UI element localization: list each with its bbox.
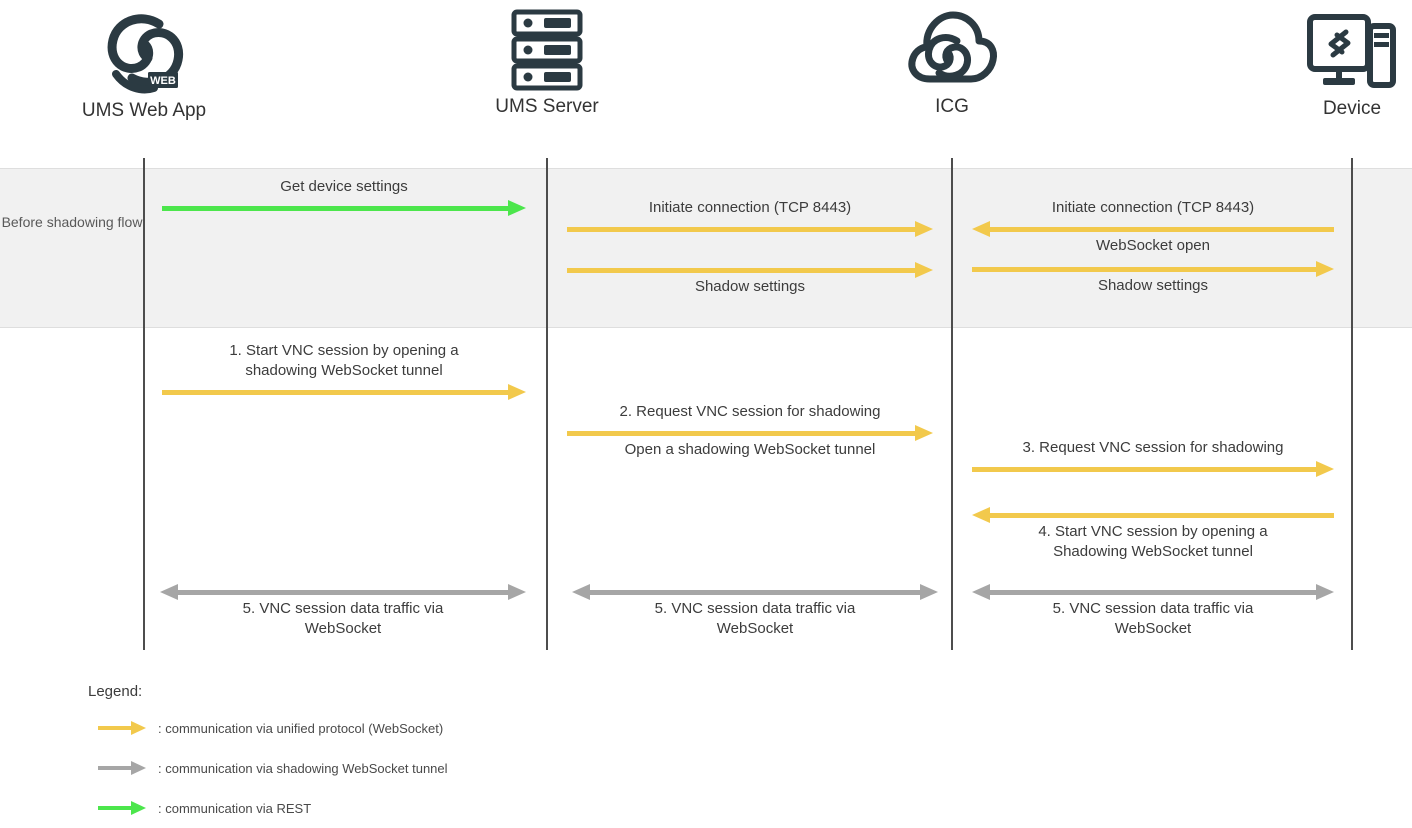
arrow-head-left (972, 221, 990, 237)
arrow-head-right (1316, 461, 1334, 477)
message-label: 4. Start VNC session by opening a Shadow… (1038, 523, 1268, 561)
arrow-line (588, 590, 922, 595)
actor-label-device: Device (1322, 98, 1382, 119)
lifeline-ums-server (546, 158, 548, 650)
arrow-line (176, 590, 510, 595)
before-shadowing-flow-band (0, 168, 1412, 328)
arrow-line (162, 206, 510, 211)
legend-item-unified: : communication via unified protocol (We… (98, 719, 443, 737)
message-label: Get device settings (280, 177, 408, 195)
arrow-head-left (972, 507, 990, 523)
message-label: Shadow settings (694, 278, 806, 295)
actor-device: Device (1252, 6, 1412, 121)
legend-label: : communication via REST (158, 800, 312, 816)
server-rack-icon (447, 4, 647, 96)
actor-ums-server: UMS Server (447, 4, 647, 119)
legend-label: : communication via shadowing WebSocket … (158, 760, 448, 776)
before-shadowing-flow-label: Before shadowing flow (1, 214, 143, 230)
ums-web-app-logo-icon: WEB (44, 8, 244, 100)
arrow-line (972, 267, 1318, 272)
arrow-head-right (508, 384, 526, 400)
message-label: Initiate connection (TCP 8443) (648, 198, 852, 216)
arrow-head-right (1316, 584, 1334, 600)
arrow-head-left (572, 584, 590, 600)
actor-icg: ICG (852, 4, 1052, 119)
message-label: 5. VNC session data traffic via WebSocke… (654, 600, 856, 638)
legend-swatch-tunnel-arrow-icon (98, 759, 150, 777)
message-label: 2. Request VNC session for shadowing (619, 402, 881, 420)
message-label-secondary: Open a shadowing WebSocket tunnel (624, 441, 876, 458)
arrow-line (567, 268, 917, 273)
actor-label-ums-server: UMS Server (495, 96, 599, 117)
cloud-gateway-icon (852, 4, 1052, 96)
lifeline-device (1351, 158, 1353, 650)
lifeline-ums-web-app (143, 158, 145, 650)
arrow-head-left (972, 584, 990, 600)
arrow-line (567, 227, 917, 232)
actor-ums-web-app: WEB UMS Web App (44, 8, 244, 123)
arrow-line (162, 390, 510, 395)
lifeline-icg (951, 158, 953, 650)
message-label: 5. VNC session data traffic via WebSocke… (1052, 600, 1254, 638)
arrow-head-right (915, 262, 933, 278)
svg-text:WEB: WEB (150, 75, 176, 87)
message-label: Initiate connection (TCP 8443) (1051, 198, 1255, 216)
message-label-secondary: WebSocket open (1096, 237, 1210, 254)
legend-title: Legend: (88, 683, 143, 700)
arrow-head-right (508, 584, 526, 600)
legend-label: : communication via unified protocol (We… (158, 720, 444, 736)
arrow-line (988, 590, 1318, 595)
arrow-line (988, 513, 1334, 518)
arrow-head-right (915, 425, 933, 441)
legend-item-tunnel: : communication via shadowing WebSocket … (98, 759, 448, 777)
arrow-line (972, 467, 1318, 472)
arrow-head-left (160, 584, 178, 600)
arrow-line (567, 431, 917, 436)
desktop-device-icon (1252, 6, 1412, 98)
legend-swatch-unified-arrow-icon (98, 719, 150, 737)
message-label: 5. VNC session data traffic via WebSocke… (242, 600, 444, 638)
message-label: 3. Request VNC session for shadowing (1022, 438, 1284, 456)
message-label: Shadow settings (1097, 277, 1209, 294)
actor-label-ums-web-app: UMS Web App (81, 100, 207, 121)
arrow-head-right (920, 584, 938, 600)
arrow-head-right (915, 221, 933, 237)
legend-swatch-rest-arrow-icon (98, 799, 150, 817)
arrow-line (988, 227, 1334, 232)
message-label: 1. Start VNC session by opening a shadow… (229, 341, 459, 379)
arrow-head-right (1316, 261, 1334, 277)
legend-item-rest: : communication via REST (98, 799, 311, 817)
arrow-head-right (508, 200, 526, 216)
actor-label-icg: ICG (935, 96, 969, 117)
